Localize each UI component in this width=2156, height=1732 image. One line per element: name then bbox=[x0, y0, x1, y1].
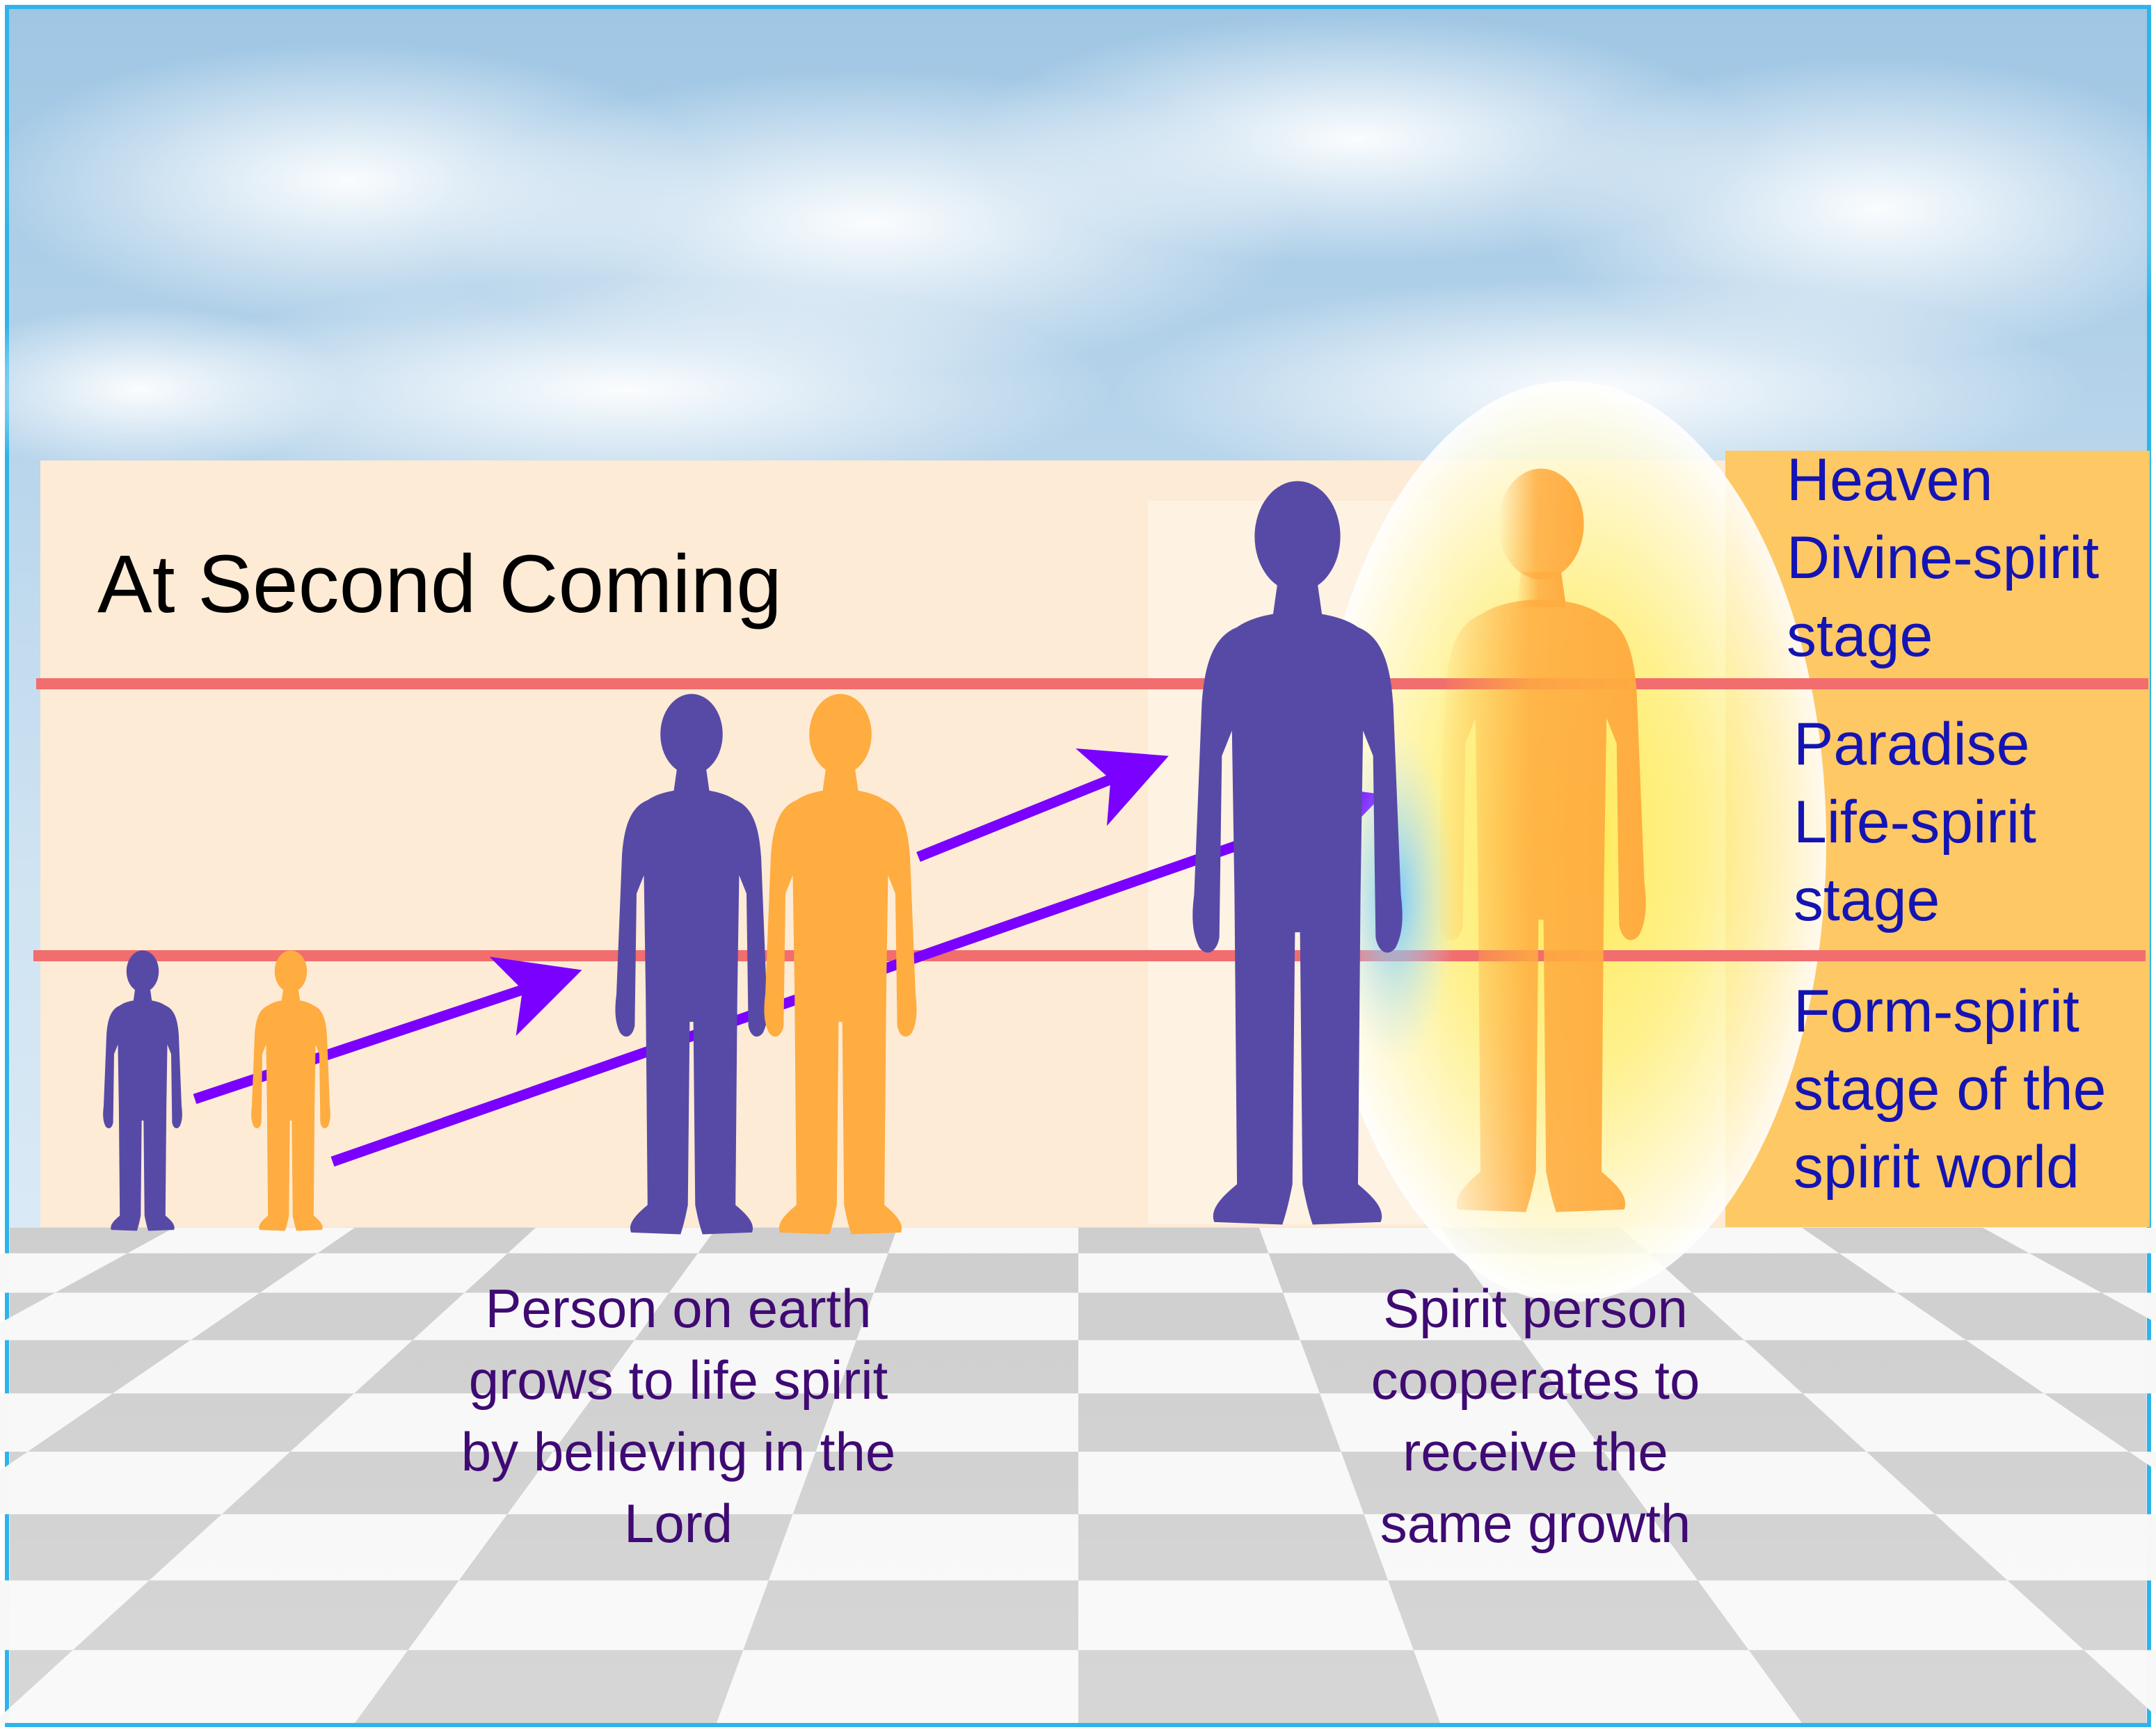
caption-person-on-earth: Person on earth grows to life spirit by … bbox=[365, 1273, 991, 1559]
stage-label-line: stage bbox=[1787, 602, 1933, 669]
diagram-title: At Second Coming bbox=[97, 538, 782, 630]
stage-label-line: Paradise bbox=[1794, 711, 2030, 778]
caption-line: Person on earth bbox=[485, 1278, 872, 1339]
clouds bbox=[0, 14, 2156, 501]
stage-label-line: Life-spirit bbox=[1794, 789, 2036, 856]
stage-label-line: Heaven bbox=[1787, 447, 1993, 513]
caption-line: receive the bbox=[1403, 1421, 1668, 1482]
stage-label-line: Form-spirit bbox=[1794, 978, 2079, 1045]
life-form-boundary-line bbox=[33, 950, 2146, 961]
stage-label-paradise: Paradise Life-spirit stage bbox=[1794, 705, 2036, 939]
stage-label-line: stage of the bbox=[1794, 1056, 2107, 1123]
caption-line: same growth bbox=[1380, 1493, 1691, 1554]
stage-label-heaven: Heaven Divine-spirit stage bbox=[1787, 441, 2099, 675]
caption-line: Spirit person bbox=[1383, 1278, 1688, 1339]
stage-label-form: Form-spirit stage of the spirit world bbox=[1794, 972, 2106, 1206]
caption-spirit-person: Spirit person cooperates to receive the … bbox=[1222, 1273, 1848, 1559]
caption-line: grows to life spirit bbox=[468, 1349, 888, 1411]
caption-line: cooperates to bbox=[1371, 1349, 1700, 1411]
divine-life-boundary-line bbox=[36, 678, 2148, 689]
checkered-floor bbox=[0, 1228, 2156, 1723]
caption-line: Lord bbox=[623, 1493, 733, 1554]
caption-line: by believing in the bbox=[461, 1421, 896, 1482]
arrow-medium-earth bbox=[916, 748, 1169, 862]
stage-label-line: stage bbox=[1794, 867, 1940, 933]
stage-label-line: Divine-spirit bbox=[1787, 524, 2100, 591]
stage-label-line: spirit world bbox=[1794, 1134, 2079, 1201]
